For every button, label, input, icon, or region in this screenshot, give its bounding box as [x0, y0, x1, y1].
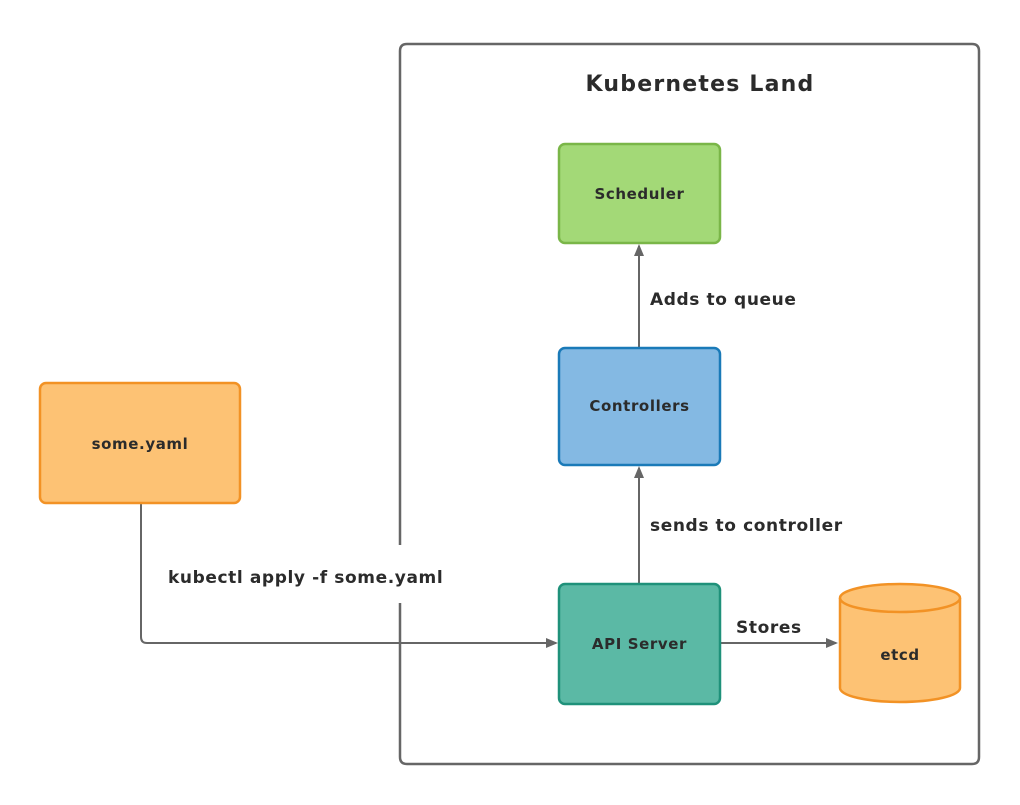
node-shape: [557, 582, 722, 706]
node-api-server[interactable]: API Server: [557, 582, 722, 706]
node-label-some-yaml: some.yaml: [92, 435, 189, 453]
container-frame: [398, 42, 981, 766]
node-shape: [557, 346, 722, 467]
node-shape: [557, 142, 722, 245]
edge-sends-to-controller: sends to controller: [634, 466, 843, 584]
edge-stores: Stores: [721, 618, 838, 648]
edge-line: [140, 503, 558, 648]
node-some-yaml[interactable]: some.yaml: [38, 381, 242, 505]
node-shape: [38, 381, 242, 505]
node-label-api-server: API Server: [592, 635, 687, 653]
node-scheduler[interactable]: Scheduler: [557, 142, 722, 245]
edge-label-stores: Stores: [736, 618, 802, 638]
kubernetes-land-container: Kubernetes Land: [398, 42, 981, 766]
container-title: Kubernetes Land: [586, 72, 815, 97]
cylinder-body: [838, 598, 962, 704]
node-label-etcd: etcd: [880, 646, 919, 664]
node-controllers[interactable]: Controllers: [557, 346, 722, 467]
node-etcd[interactable]: etcd: [838, 582, 962, 704]
edge-adds-to-queue: Adds to queue: [634, 244, 797, 348]
cylinder-top: [838, 582, 962, 614]
edge-label-sends-to-controller: sends to controller: [650, 516, 843, 536]
node-label-controllers: Controllers: [589, 397, 689, 415]
edge-kubectl-apply: kubectl apply -f some.yaml: [140, 503, 558, 648]
node-label-scheduler: Scheduler: [594, 185, 684, 203]
edge-label-adds-to-queue: Adds to queue: [650, 290, 797, 310]
edge-label-kubectl-apply: kubectl apply -f some.yaml: [168, 568, 443, 588]
